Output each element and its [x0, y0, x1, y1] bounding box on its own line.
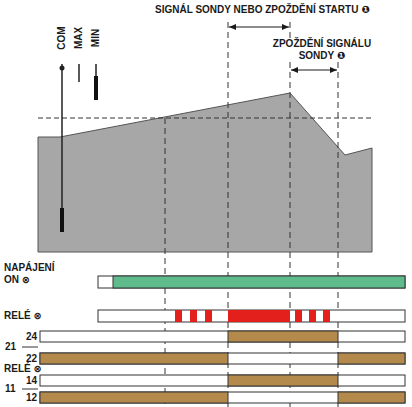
pin-number: 14: [26, 375, 37, 387]
signal-name: RELÉ ⊗: [4, 363, 42, 375]
time-markers: [165, 22, 338, 407]
pin-number: 12: [26, 392, 37, 404]
interval-arrow: [229, 27, 289, 28]
electrode-label: MAX: [73, 27, 85, 49]
electrodes: [60, 64, 99, 232]
heading-label: SIGNÁL SONDY NEBO ZPOŽDĚNÍ STARTU ❶: [155, 4, 370, 16]
signal-name: RELÉ ⊗: [4, 310, 42, 322]
level-line: [38, 118, 372, 119]
electrode-label: COM: [56, 26, 68, 49]
electrode-label: MIN: [90, 29, 102, 47]
contact-21-bars: [22, 331, 405, 364]
contact-11-bars: [22, 375, 405, 403]
interval-label: ZPOŽDĚNÍ SIGNÁLU SONDY ❶: [268, 38, 376, 62]
pin-number: 21: [5, 341, 16, 353]
signal-name: NAPÁJENÍ ON ⊗: [4, 262, 62, 286]
pin-number: 24: [26, 331, 37, 343]
interval-arrow: [291, 70, 337, 71]
pin-number: 11: [5, 383, 16, 395]
relay-bar: [98, 310, 405, 322]
liquid-level: [38, 93, 372, 252]
power-bar: [98, 276, 405, 288]
